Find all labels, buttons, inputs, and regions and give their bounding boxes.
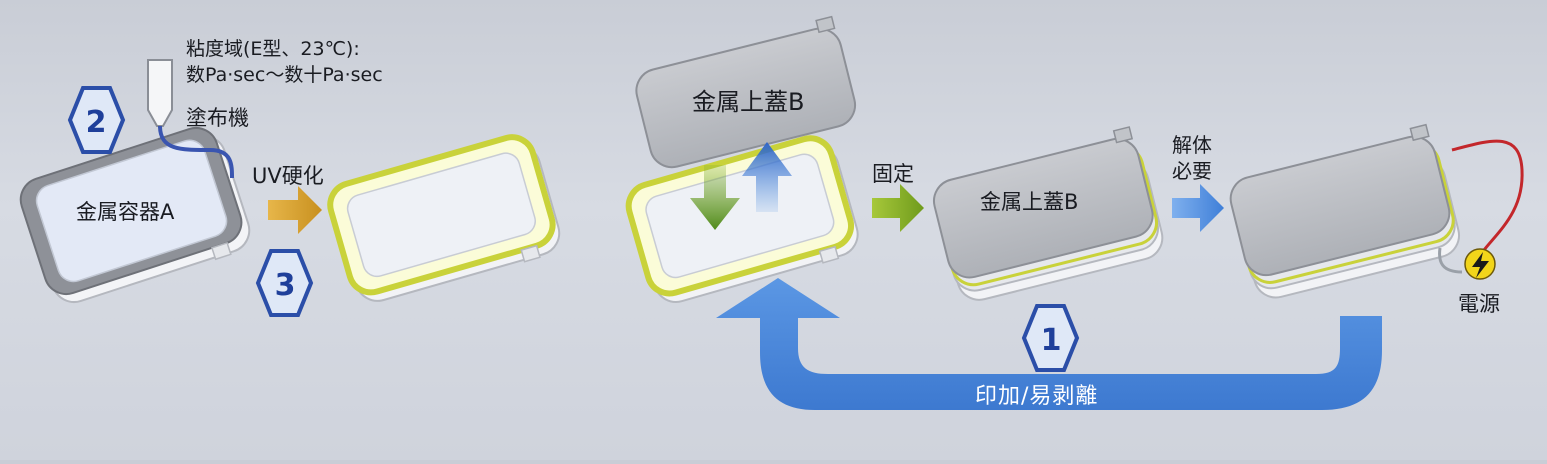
disassembly-line-2: 必要	[1172, 159, 1212, 183]
step-3-number: 3	[275, 268, 296, 303]
disassembly-required-label: 解体 必要	[1172, 132, 1212, 184]
negative-wire	[1438, 247, 1463, 274]
disassemble-arrow-icon	[1172, 184, 1224, 232]
container-a-tab	[210, 241, 232, 261]
powered-assembly-group	[1229, 123, 1524, 299]
floating-lid-b	[635, 27, 857, 169]
press-down-arrow-icon	[690, 165, 740, 230]
apply-easy-peel-label: 印加/易剥離	[975, 384, 1099, 409]
step-2-number: 2	[86, 105, 107, 140]
container-a-label: 金属容器A	[76, 200, 175, 224]
fix-label: 固定	[872, 162, 914, 186]
dispenser-label: 塗布機	[186, 106, 249, 130]
fixed-lid-b	[932, 137, 1154, 279]
viscosity-line-1: 粘度域(E型、23℃):	[186, 38, 360, 60]
viscosity-line-2: 数Pa·sec〜数十Pa·sec	[186, 64, 383, 86]
power-source-label: 電源	[1458, 292, 1500, 316]
fixed-assembly-group	[932, 126, 1164, 301]
step-1-number: 1	[1041, 323, 1062, 358]
step-3-hexagon-icon: 3	[255, 249, 314, 317]
uv-cure-arrow-icon	[268, 186, 322, 234]
floating-lid-group	[635, 15, 857, 169]
container-a-group: 2	[19, 59, 251, 303]
fix-arrow-icon	[872, 184, 924, 232]
viscosity-range-label: 粘度域(E型、23℃): 数Pa·sec〜数十Pa·sec	[186, 36, 383, 88]
loop-arrow-icon: 1	[716, 278, 1382, 410]
disassembly-line-1: 解体	[1172, 133, 1212, 157]
dispenser-nozzle-icon	[147, 59, 234, 179]
bonded-container-group	[625, 135, 859, 303]
uv-cure-label: UV硬化	[252, 164, 324, 188]
step-2-hexagon-icon: 2	[67, 86, 126, 154]
lift-up-arrow-icon	[742, 142, 792, 212]
positive-wire	[1451, 139, 1524, 251]
cured-container-group: 3	[255, 134, 561, 317]
floating-lid-label: 金属上蓋B	[692, 88, 805, 116]
fixed-lid-label: 金属上蓋B	[980, 190, 1079, 214]
step-1-hexagon-icon: 1	[1021, 304, 1080, 372]
container-a-inner	[35, 139, 228, 283]
lightning-power-icon	[1464, 248, 1496, 280]
